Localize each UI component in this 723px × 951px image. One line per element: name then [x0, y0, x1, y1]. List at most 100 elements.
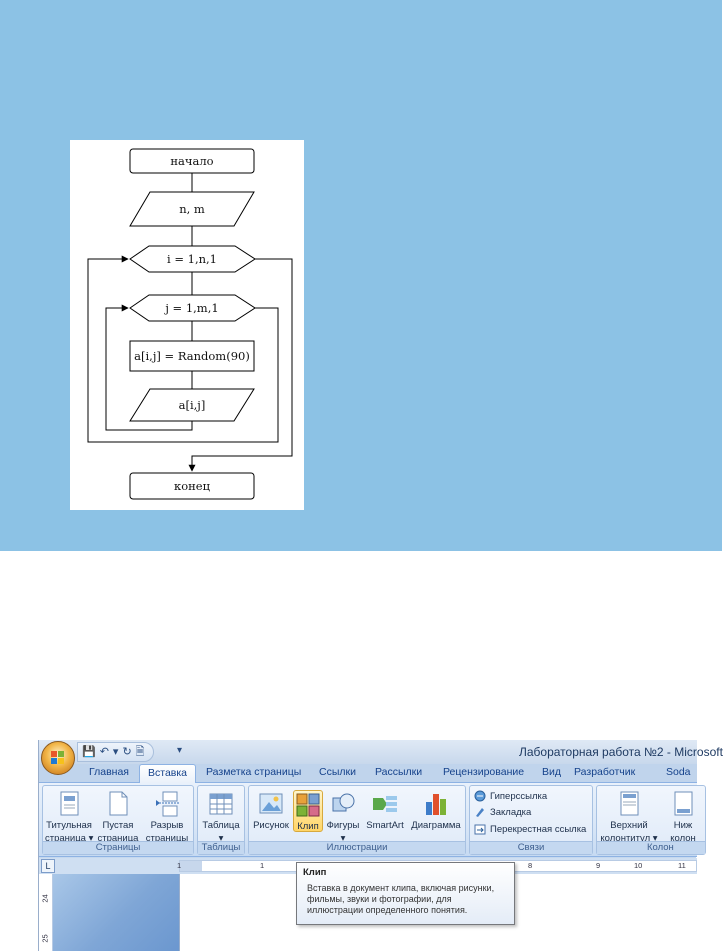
tab-soda[interactable]: Soda: [666, 766, 691, 778]
hyperlink-icon: [474, 790, 486, 802]
save-icon[interactable]: 💾: [82, 745, 96, 758]
ruler-number: 1: [177, 861, 182, 870]
cross-reference-icon: [474, 823, 486, 835]
redo-icon[interactable]: ↻: [122, 745, 132, 758]
quick-access-toolbar: 💾 ↶ ▾ ↻ 🗎: [77, 742, 154, 762]
cover-page-icon: [55, 790, 83, 818]
bookmark-button[interactable]: Закладка: [474, 806, 531, 818]
tab-review[interactable]: Рецензирование: [443, 766, 525, 778]
undo-dropdown-icon[interactable]: ▾: [112, 745, 119, 758]
ruler-left-margin: [180, 861, 202, 871]
tab-insert[interactable]: Вставка: [139, 764, 197, 783]
header-icon: [615, 790, 643, 818]
chart-button[interactable]: Диаграмма: [409, 790, 463, 831]
ruler-number: 10: [634, 861, 643, 870]
output-text: a[i,j]: [179, 398, 206, 412]
group-illustrations-label: Иллюстрации: [249, 841, 465, 854]
vertical-ruler[interactable]: 24 25: [39, 874, 53, 951]
cover-page-label-1: Титульная: [46, 820, 92, 831]
ruler-number: 1: [260, 861, 265, 870]
cross-reference-button[interactable]: Перекрестная ссылка: [474, 823, 586, 835]
blank-page-icon: [104, 790, 132, 818]
group-header-footer: Верхний колонтитул ▾ Ниж колон Колон: [596, 785, 706, 855]
bookmark-label: Закладка: [490, 806, 532, 818]
group-illustrations: Рисунок Клип Фигуры ▾ SmartArt: [248, 785, 466, 855]
table-label: Таблица: [202, 820, 240, 831]
group-header-footer-label: Колон: [597, 841, 705, 854]
clip-art-label: Клип: [297, 821, 319, 832]
tab-mailings[interactable]: Рассылки: [375, 766, 423, 778]
shapes-button[interactable]: Фигуры ▾: [325, 790, 361, 844]
input-block: [129, 191, 255, 227]
cross-reference-label: Перекрестная ссылка: [490, 823, 587, 835]
tab-home[interactable]: Главная: [89, 766, 129, 778]
table-button[interactable]: Таблица ▾: [200, 790, 242, 844]
input-text: n, m: [179, 202, 205, 216]
qat-customize-dropdown[interactable]: ▾: [177, 745, 183, 756]
window-title: Лабораторная работа №2 - Microsoft: [519, 745, 723, 759]
shapes-label: Фигуры: [326, 820, 360, 831]
tab-developer[interactable]: Разработчик: [574, 766, 636, 778]
tab-view[interactable]: Вид: [542, 766, 561, 778]
header-label-2: колонтитул ▾: [600, 833, 658, 844]
office-logo-icon: [51, 751, 65, 765]
hyperlink-button[interactable]: Гиперссылка: [474, 790, 547, 802]
cover-page-button[interactable]: Титульная страница ▾: [45, 790, 93, 844]
ruler-number: 9: [596, 861, 601, 870]
clip-art-icon: [294, 791, 322, 819]
ribbon-tabs: Главная Вставка Разметка страницы Ссылки…: [39, 764, 697, 783]
print-preview-icon[interactable]: 🗎: [135, 745, 145, 758]
smartart-icon: [371, 790, 399, 818]
ribbon: Титульная страница ▾ Пустая страница Раз…: [39, 782, 706, 857]
tab-selector-button[interactable]: L: [41, 859, 55, 873]
footer-label-1: Ниж: [673, 820, 693, 831]
hyperlink-label: Гиперссылка: [490, 790, 548, 802]
footer-icon: [669, 790, 697, 818]
page-break-button[interactable]: Разрыв страницы: [143, 790, 191, 844]
assign-text: a[i,j] = Random(90): [134, 349, 250, 363]
office-button[interactable]: [41, 741, 75, 775]
shapes-dropdown-arrow: ▾: [340, 833, 346, 844]
header-button[interactable]: Верхний колонтитул ▾: [599, 790, 659, 844]
end-block: [129, 472, 255, 500]
group-links: Гиперссылка Закладка Перекрестная ссылка…: [469, 785, 593, 855]
undo-icon[interactable]: ↶: [99, 745, 109, 758]
slide-background: начало n, m i = 1,n,1 j = 1,m,1 a[i,j] =…: [0, 0, 722, 551]
outer-loop-text: i = 1,n,1: [167, 252, 217, 266]
ruler-number: 8: [528, 861, 533, 870]
tab-references[interactable]: Ссылки: [319, 766, 356, 778]
tooltip-title: Клип: [303, 867, 327, 878]
page-break-label-1: Разрыв: [150, 820, 184, 831]
flowchart-svg: начало n, m i = 1,n,1 j = 1,m,1 a[i,j] =…: [87, 148, 293, 500]
cover-page-label-2: страница ▾: [45, 833, 94, 844]
start-text: начало: [170, 154, 213, 168]
table-dropdown-arrow: ▾: [218, 833, 224, 844]
blank-page-label-1: Пустая: [102, 820, 134, 831]
end-text: конец: [174, 479, 211, 493]
blank-page-button[interactable]: Пустая страница: [95, 790, 141, 844]
bookmark-icon: [474, 806, 486, 818]
vruler-number: 25: [40, 934, 50, 943]
picture-button[interactable]: Рисунок: [251, 790, 291, 831]
shapes-icon: [329, 790, 357, 818]
page-break-label-2: страницы: [145, 833, 189, 844]
title-bar: 💾 ↶ ▾ ↻ 🗎 ▾ Лабораторная работа №2 - Mic…: [39, 740, 723, 764]
smartart-label: SmartArt: [366, 820, 404, 831]
ruler-number: 11: [678, 861, 686, 870]
table-icon: [207, 790, 235, 818]
tab-page-layout[interactable]: Разметка страницы: [206, 766, 302, 778]
page-break-icon: [153, 790, 181, 818]
group-pages-label: Страницы: [43, 841, 193, 854]
word-window: 💾 ↶ ▾ ↻ 🗎 ▾ Лабораторная работа №2 - Mic…: [38, 740, 723, 951]
picture-label: Рисунок: [253, 820, 289, 831]
group-links-label: Связи: [470, 841, 592, 854]
smartart-button[interactable]: SmartArt: [363, 790, 407, 831]
chart-label: Диаграмма: [411, 820, 461, 831]
footer-button[interactable]: Ниж колон: [663, 790, 703, 844]
group-tables-label: Таблицы: [198, 841, 244, 854]
group-tables: Таблица ▾ Таблицы: [197, 785, 245, 855]
group-pages: Титульная страница ▾ Пустая страница Раз…: [42, 785, 194, 855]
blank-page-label-2: страница: [97, 833, 139, 844]
clip-art-tooltip: Клип Вставка в документ клипа, включая р…: [296, 862, 515, 925]
clip-art-button[interactable]: Клип: [293, 790, 323, 832]
